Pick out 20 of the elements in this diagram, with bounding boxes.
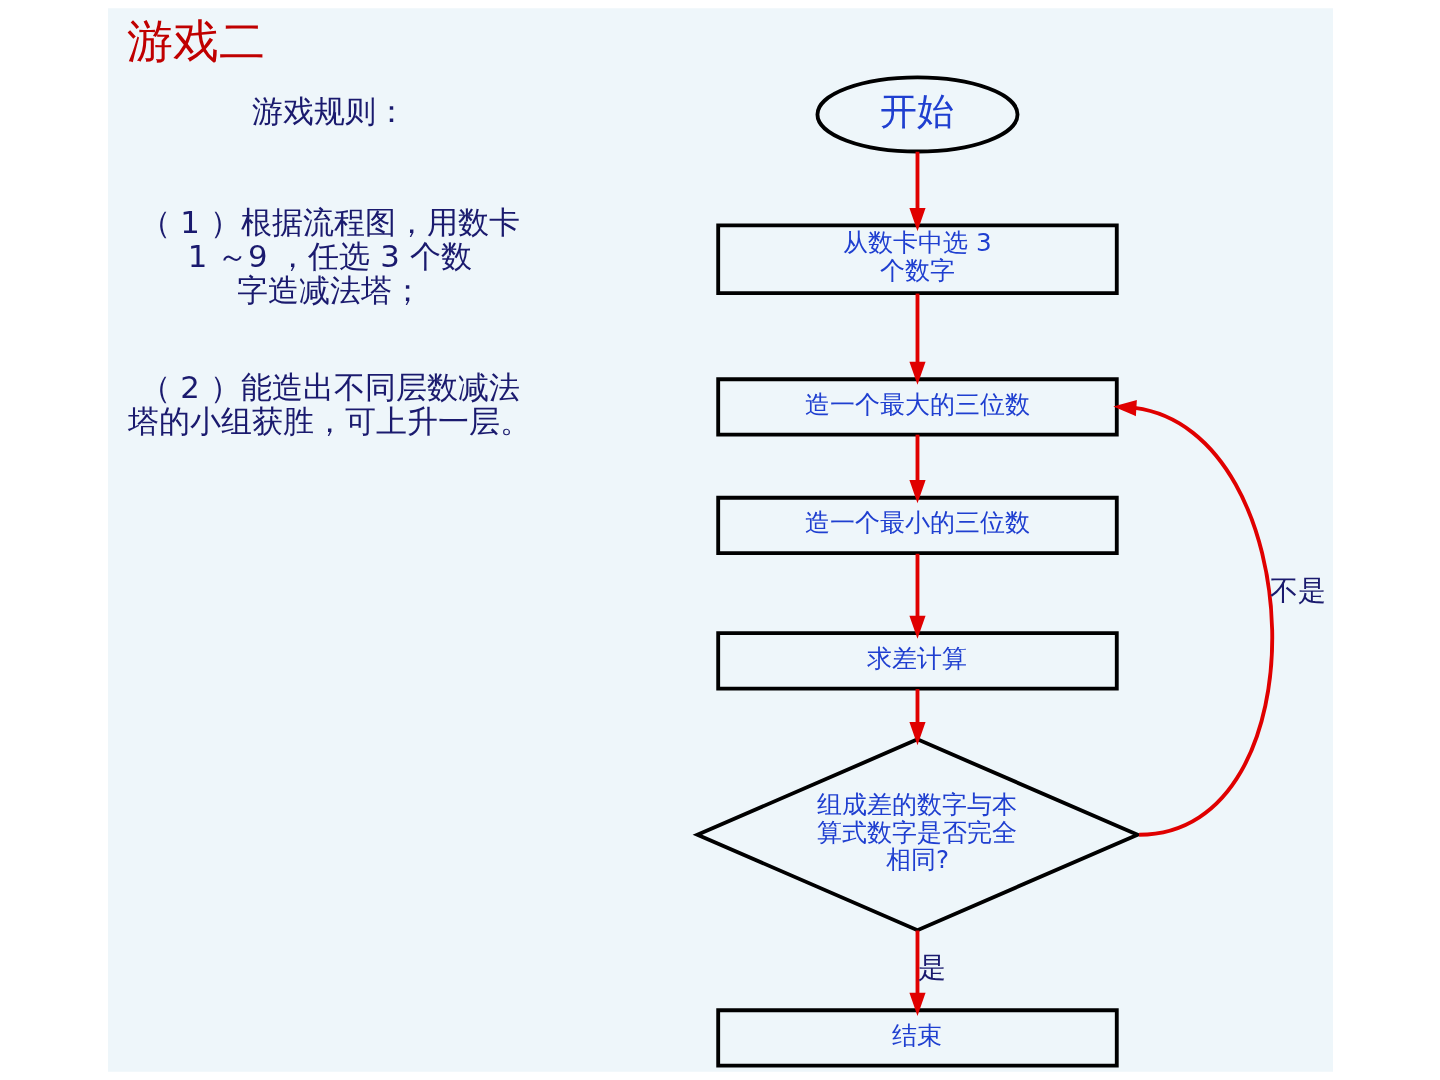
node-diamond: 组成差的数字与本算式数字是否完全相同? bbox=[692, 737, 1142, 933]
label: （ 2 ）能造出不同层数减法塔的小组获胜，可上升一层。 bbox=[127, 368, 531, 439]
edge-label: 是 bbox=[917, 950, 946, 984]
arrow bbox=[908, 689, 926, 746]
node-box: 结束 bbox=[715, 1008, 1119, 1068]
edge-label: 不是 bbox=[1269, 573, 1326, 607]
node-ellipse: 开始 bbox=[815, 75, 1019, 154]
arrow bbox=[908, 553, 926, 639]
arrow bbox=[908, 293, 926, 385]
node-box: 求差计算 bbox=[715, 631, 1119, 691]
node-box: 从数卡中选 3 个数字 bbox=[715, 223, 1119, 295]
label: （ 1 ）根据流程图，用数卡 1 ～9 ，任选 3 个数字造减法塔； bbox=[139, 204, 520, 308]
arrow bbox=[908, 151, 926, 232]
arrow bbox=[908, 434, 926, 504]
arrow bbox=[908, 930, 926, 1016]
node-box: 造一个最小的三位数 bbox=[715, 495, 1119, 556]
arrow bbox=[1112, 399, 1274, 837]
label: 游戏规则： bbox=[251, 93, 407, 130]
diagram-title: 游戏二 bbox=[126, 14, 265, 69]
node-box: 造一个最大的三位数 bbox=[715, 377, 1119, 437]
